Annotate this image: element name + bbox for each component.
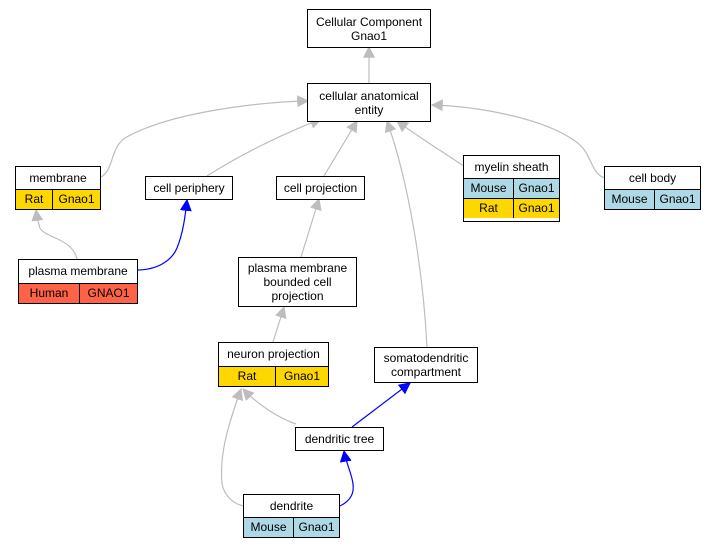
node-label: compartment xyxy=(390,365,462,379)
node-label: neuron projection xyxy=(227,347,320,361)
node-label: membrane xyxy=(29,171,87,185)
node-label: dendrite xyxy=(269,499,314,513)
annotation-row: Mouse Gnao1 xyxy=(605,189,700,209)
species-cell: Mouse xyxy=(605,190,654,209)
node-label: plasma membrane xyxy=(28,264,128,278)
node-plasma-membrane[interactable]: plasma membrane Human GNAO1 xyxy=(18,259,138,304)
gene-cell: Gnao1 xyxy=(52,190,100,209)
node-cellular-component-root[interactable]: Cellular Component Gnao1 xyxy=(307,9,431,48)
node-neuron-projection[interactable]: neuron projection Rat Gnao1 xyxy=(218,342,329,387)
edge-plasmamembrane-to-cellperiphery xyxy=(136,198,192,271)
gene-cell: Gnao1 xyxy=(654,190,700,209)
node-label: Cellular Component xyxy=(315,15,423,29)
node-label: bounded cell xyxy=(263,275,332,289)
gene-cell: Gnao1 xyxy=(275,367,328,386)
edge-membrane-to-entity xyxy=(100,95,310,178)
node-label: Gnao1 xyxy=(350,29,388,43)
edge-cellbody-to-entity xyxy=(430,99,606,179)
species-cell: Rat xyxy=(16,190,52,209)
node-cell-projection[interactable]: cell projection xyxy=(276,176,365,200)
edge-neuronprojection-to-pmbounded xyxy=(272,305,287,343)
edge-dendritictree-to-neuronprojection xyxy=(242,388,297,425)
gene-cell: Gnao1 xyxy=(293,518,339,537)
annotation-row: Rat Gnao1 xyxy=(16,189,100,209)
node-cellular-anatomical-entity[interactable]: cellular anatomical entity xyxy=(307,83,431,122)
species-cell: Rat xyxy=(464,199,513,218)
annotation-row: Rat Gnao1 xyxy=(464,198,559,218)
species-cell: Rat xyxy=(219,367,275,386)
species-cell: Mouse xyxy=(464,179,513,198)
node-label: cell body xyxy=(628,171,677,185)
gene-cell: Gnao1 xyxy=(513,199,559,218)
gene-cell: Gnao1 xyxy=(513,179,559,198)
node-plasma-membrane-bounded-cell-projection[interactable]: plasma membrane bounded cell projection xyxy=(238,257,357,307)
node-membrane[interactable]: membrane Rat Gnao1 xyxy=(15,166,101,210)
species-cell: Mouse xyxy=(244,518,293,537)
node-dendrite[interactable]: dendrite Mouse Gnao1 xyxy=(243,494,340,538)
edge-cellperiphery-to-entity xyxy=(206,117,323,177)
edge-cellprojection-to-entity xyxy=(323,119,358,177)
node-label: dendritic tree xyxy=(304,432,375,446)
edge-myelin-to-entity xyxy=(396,120,466,168)
node-label: somatodendritic xyxy=(383,351,469,365)
node-label: projection xyxy=(271,289,324,303)
node-label: myelin sheath xyxy=(474,160,549,174)
edge-dendritictree-to-somatodendritic xyxy=(351,382,411,428)
annotation-row: Mouse Gnao1 xyxy=(244,517,339,537)
annotation-row: Human GNAO1 xyxy=(19,283,137,303)
annotation-row: Rat Gnao1 xyxy=(219,366,328,386)
edge-somatodendritic-to-entity xyxy=(384,119,428,348)
edge-pmbounded-to-cellprojection xyxy=(300,197,322,258)
annotation-row: Mouse Gnao1 xyxy=(464,178,559,198)
species-cell: Human xyxy=(19,284,79,303)
edge-dendrite-to-dendritictree xyxy=(339,449,354,507)
node-cell-periphery[interactable]: cell periphery xyxy=(145,176,233,200)
node-label: cellular anatomical xyxy=(319,89,419,103)
edge-plasmamembrane-to-membrane xyxy=(31,208,78,260)
node-somatodendritic-compartment[interactable]: somatodendritic compartment xyxy=(374,347,478,383)
node-cell-body[interactable]: cell body Mouse Gnao1 xyxy=(604,166,701,210)
gene-cell: GNAO1 xyxy=(79,284,137,303)
node-label: plasma membrane xyxy=(247,261,348,275)
node-label: cell projection xyxy=(283,181,358,195)
edge-dendrite-to-neuronprojection xyxy=(220,387,245,507)
node-label: cell periphery xyxy=(153,181,225,195)
node-myelin-sheath[interactable]: myelin sheath Mouse Gnao1 Rat Gnao1 xyxy=(463,155,560,222)
node-dendritic-tree[interactable]: dendritic tree xyxy=(295,427,384,451)
node-label: entity xyxy=(354,103,384,117)
